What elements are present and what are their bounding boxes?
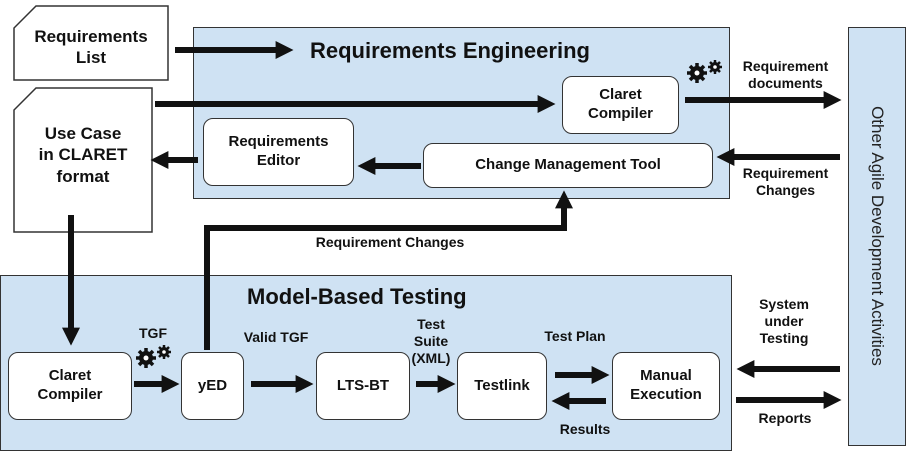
requirements-list-document bbox=[13, 5, 169, 81]
label-test-suite: Test Suite (XML) bbox=[411, 316, 451, 366]
label-reports: Reports bbox=[758, 410, 812, 426]
requirements-editor-box: Requirements Editor bbox=[203, 118, 354, 186]
label-tgf: TGF bbox=[139, 325, 167, 341]
yed-box: yED bbox=[181, 352, 244, 420]
model-based-testing-title: Model-Based Testing bbox=[247, 284, 467, 309]
label-results: Results bbox=[559, 421, 611, 437]
requirements-list-label: Requirements List bbox=[34, 26, 148, 67]
testlink-box: Testlink bbox=[457, 352, 547, 420]
gears-icon bbox=[687, 60, 722, 83]
label-requirement-documents: Requirement documents bbox=[742, 58, 829, 91]
requirements-engineering-title: Requirements Engineering bbox=[310, 38, 590, 63]
arrow-yed-to-change-mgmt bbox=[204, 190, 573, 350]
manual-execution-box: Manual Execution bbox=[612, 352, 720, 420]
label-system-under-testing: System under Testing bbox=[759, 296, 809, 346]
lts-bt-box: LTS-BT bbox=[316, 352, 410, 420]
claret-compiler-re-box: Claret Compiler bbox=[562, 76, 679, 134]
label-valid-tgf: Valid TGF bbox=[243, 329, 309, 345]
gears-icon bbox=[136, 345, 171, 368]
label-requirement-changes-right: Requirement Changes bbox=[742, 165, 829, 198]
use-case-document bbox=[13, 87, 153, 233]
change-management-tool-box: Change Management Tool bbox=[423, 143, 713, 188]
use-case-label: Use Case in CLARET format bbox=[38, 124, 128, 186]
other-agile-activities-panel bbox=[848, 27, 906, 446]
label-requirement-changes-mid: Requirement Changes bbox=[315, 234, 465, 250]
claret-compiler-mbt-box: Claret Compiler bbox=[8, 352, 132, 420]
label-test-plan: Test Plan bbox=[544, 328, 606, 344]
